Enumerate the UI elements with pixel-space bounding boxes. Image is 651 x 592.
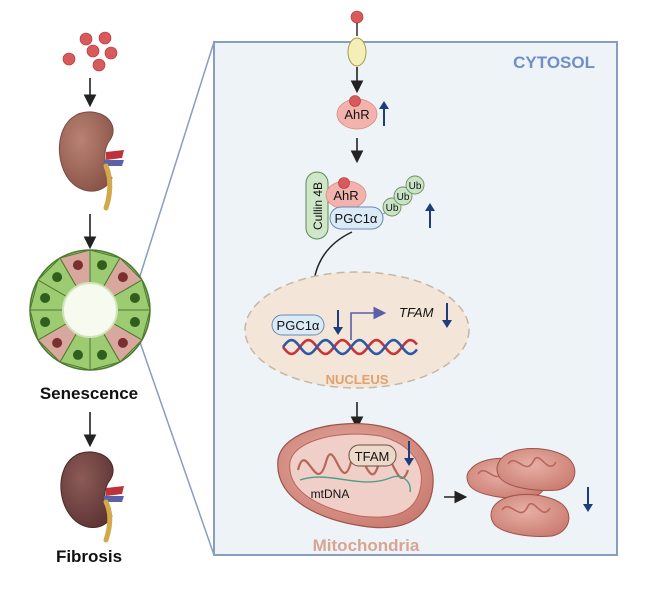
ahr-up-arrow — [379, 101, 389, 126]
senescence-label: Senescence — [40, 384, 138, 403]
cell-nucleus — [117, 337, 128, 348]
mito-tfam — [348, 444, 397, 467]
complex-pgc — [329, 206, 384, 230]
cell-nucleus — [72, 260, 83, 271]
zoom-line-bottom — [133, 324, 215, 556]
tubule-cross-section — [29, 249, 151, 371]
pgc-down-arrow — [333, 310, 343, 335]
cell-nucleus — [52, 337, 63, 348]
ub-label: Ub — [386, 203, 399, 214]
ub-up-arrow — [425, 203, 435, 228]
cell-nucleus — [97, 349, 108, 360]
complex-pgc-label: PGC1α — [335, 211, 378, 226]
small-mitochondrion — [490, 494, 570, 537]
ahr-receptor — [336, 95, 378, 130]
cell-nucleus — [40, 317, 51, 328]
mito-count-down-arrow — [583, 487, 593, 512]
cell-nucleus — [40, 292, 51, 303]
cell-nucleus — [52, 272, 63, 283]
mtdna-label: mtDNA — [311, 487, 350, 501]
mitochondria-label: Mitochondria — [313, 536, 420, 555]
fibrotic-kidney-icon — [60, 451, 124, 543]
small-mitochondrion — [496, 448, 576, 491]
fibrosis-label: Fibrosis — [56, 547, 122, 566]
complex-ahr-label: AhR — [333, 188, 358, 203]
tubule-lumen — [62, 282, 118, 338]
nucleus-pgc-label: PGC1α — [277, 318, 320, 333]
dna-helix — [281, 338, 418, 356]
cytosol-label: CYTOSOL — [513, 53, 595, 72]
ahr-label: AhR — [344, 107, 369, 122]
cell-nucleus — [129, 317, 140, 328]
ub-molecule — [393, 186, 413, 206]
nucleus — [244, 271, 470, 389]
cullin-label: Cullin 4B — [311, 182, 325, 230]
healthy-kidney-icon — [58, 111, 124, 211]
mito-tfam-label: TFAM — [355, 449, 390, 464]
nucleus-pgc — [271, 314, 325, 336]
zoom-line-top — [133, 41, 215, 296]
cell-nucleus — [72, 349, 83, 360]
tfam-gene-label: TFAM — [399, 305, 434, 320]
cell-nucleus — [117, 272, 128, 283]
tfam-protein-down-arrow — [404, 441, 414, 466]
membrane-transporter — [347, 37, 367, 67]
ub-label: Ub — [397, 192, 410, 203]
ligand-molecule — [350, 10, 364, 24]
nucleus-label: NUCLEUS — [326, 372, 389, 387]
ub-label: Ub — [409, 181, 422, 192]
tfam-gene-down-arrow — [442, 303, 452, 328]
ub-molecule — [405, 175, 425, 195]
complex-ahr — [325, 177, 367, 210]
ligand-cluster — [62, 31, 118, 72]
cell-nucleus — [97, 260, 108, 271]
transcription-start-arrow — [350, 306, 387, 340]
cullin-4b — [305, 171, 329, 240]
cell-nucleus — [129, 292, 140, 303]
